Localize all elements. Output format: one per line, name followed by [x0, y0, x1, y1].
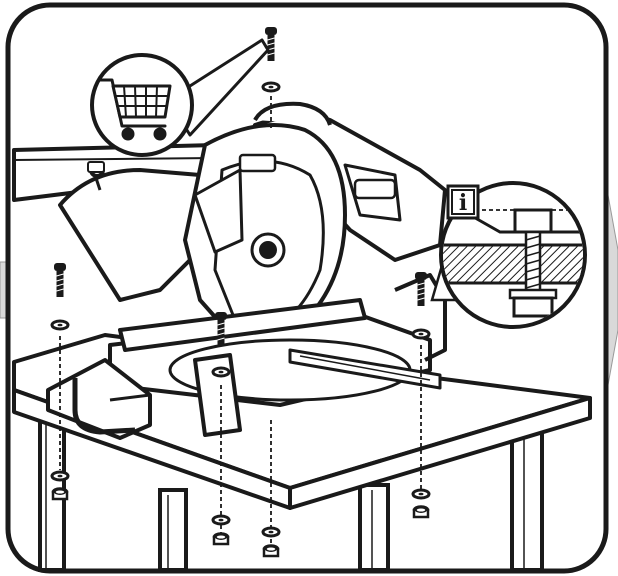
washer-icon: [50, 470, 70, 482]
washer-icon: [211, 514, 231, 526]
washer-icon: [411, 328, 431, 340]
nut-icon: [51, 487, 69, 501]
nut-icon: [262, 544, 280, 558]
info-icon: i: [459, 190, 467, 216]
washer-icon: [411, 488, 431, 500]
shopping-cart-callout: [90, 38, 270, 157]
washer-icon: [261, 526, 281, 538]
nut-icon: [412, 505, 430, 519]
washer-icon: [211, 366, 231, 378]
nut-icon: [212, 532, 230, 546]
washer-icon: [50, 319, 70, 331]
washer-icon: [261, 81, 281, 93]
info-badge: i: [446, 184, 480, 220]
miter-saw: [12, 101, 447, 440]
shopping-cart-icon: [98, 78, 172, 141]
